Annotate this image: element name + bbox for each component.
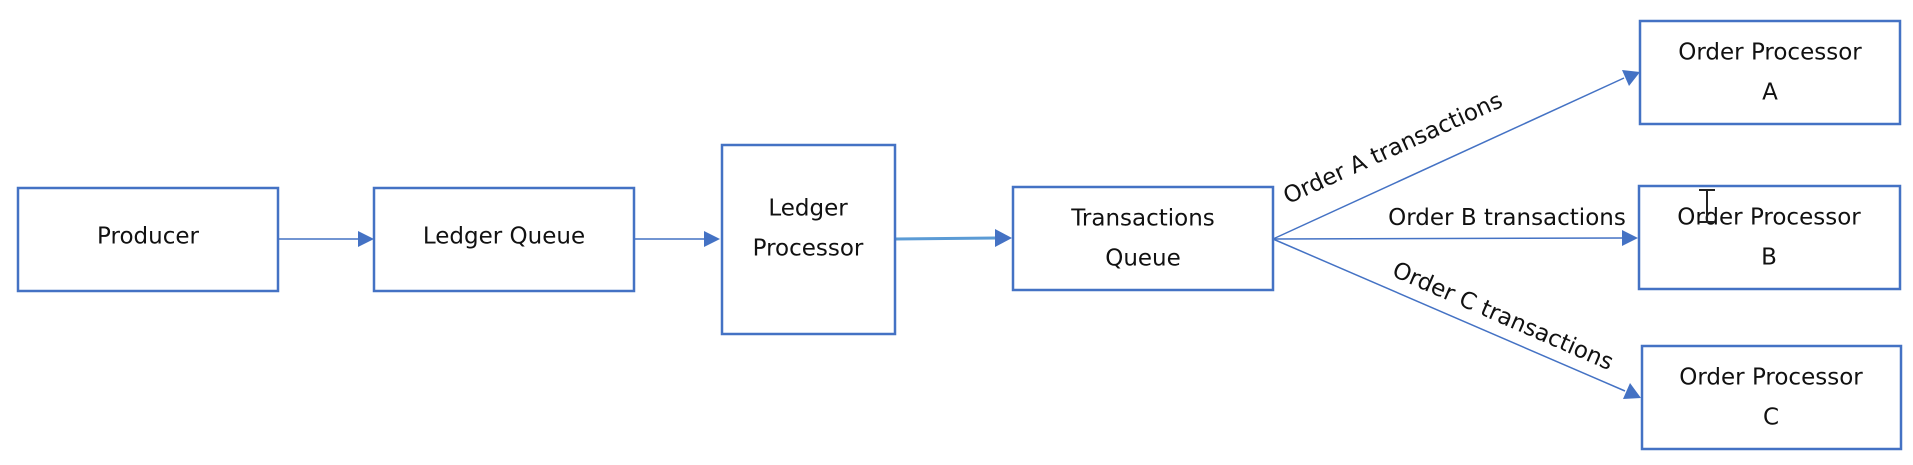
node-transactions-queue: Transactions Queue xyxy=(1011,185,1275,292)
node-label-ledger-processor-line1: Ledger xyxy=(768,196,848,222)
text-cursor-icon xyxy=(1699,189,1715,223)
arrowhead-order-processor-b xyxy=(1622,230,1638,246)
edge-to-order-processor-a xyxy=(1272,77,1625,240)
edge-labels: Order A transactions Order B transaction… xyxy=(1280,88,1626,376)
node-label-ledger-queue: Ledger Queue xyxy=(423,224,585,250)
arrowhead-transactions-queue xyxy=(995,229,1012,247)
node-order-processor-a: Order Processor A xyxy=(1638,19,1902,126)
node-ledger-queue: Ledger Queue xyxy=(372,186,636,293)
node-label-transactions-queue-line2: Queue xyxy=(1105,246,1181,272)
node-order-processor-c: Order Processor C xyxy=(1640,344,1903,451)
node-label-order-processor-b-line2: B xyxy=(1761,245,1777,271)
node-label-order-processor-b-line1: Order Processor xyxy=(1677,205,1861,231)
edge-label-order-b: Order B transactions xyxy=(1388,205,1626,231)
node-order-processor-b: Order Processor B xyxy=(1637,184,1902,291)
edge-label-order-a: Order A transactions xyxy=(1280,88,1507,210)
edge-to-order-processor-b xyxy=(1272,237,1625,240)
edge-to-order-processor-c xyxy=(1272,238,1626,392)
node-label-order-processor-a-line2: A xyxy=(1762,80,1778,106)
edge-label-order-c: Order C transactions xyxy=(1388,257,1617,376)
node-label-ledger-processor-line2: Processor xyxy=(753,236,864,262)
arrowhead-ledger-queue xyxy=(358,231,374,247)
node-ledger-processor: Ledger Processor xyxy=(720,143,897,336)
edges xyxy=(278,70,1641,399)
node-label-order-processor-a-line1: Order Processor xyxy=(1678,40,1862,66)
node-label-transactions-queue-line1: Transactions xyxy=(1070,206,1215,232)
node-label-producer: Producer xyxy=(97,224,199,250)
arrowhead-ledger-processor xyxy=(704,231,720,247)
node-producer: Producer xyxy=(16,186,280,293)
arrowhead-order-processor-c xyxy=(1623,383,1641,399)
arrowhead-order-processor-a xyxy=(1622,70,1640,86)
node-label-order-processor-c-line1: Order Processor xyxy=(1679,365,1863,391)
node-label-order-processor-c-line2: C xyxy=(1763,405,1779,431)
edge-ledger-processor-to-transactions-queue xyxy=(894,236,997,241)
